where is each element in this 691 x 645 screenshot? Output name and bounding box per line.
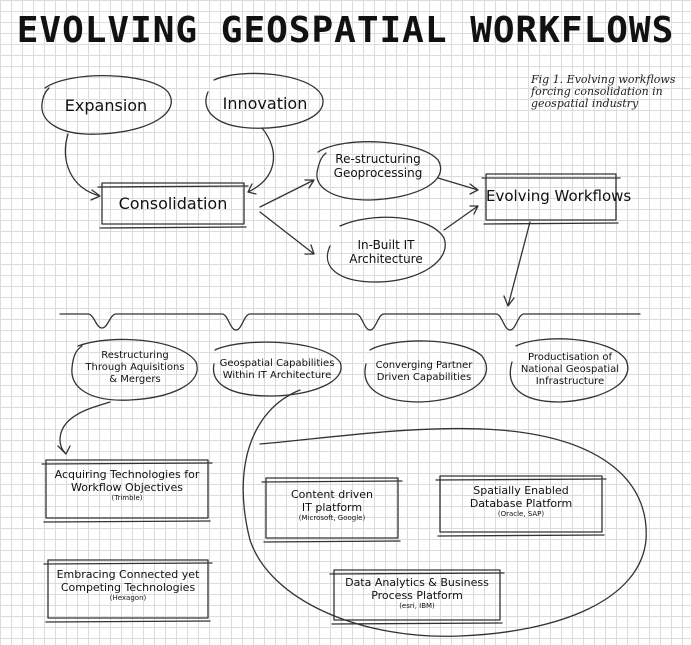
arrow-consolidation-to-inbuilt <box>259 211 315 255</box>
label-line: Geoprocessing <box>333 166 423 180</box>
converging-partner-oval <box>364 340 488 403</box>
restructuring-geoprocessing-oval <box>316 141 442 201</box>
label-line: & Mergers <box>109 374 161 385</box>
arrow-expansion-to-consolidation <box>64 133 101 201</box>
restructuring-geoprocessing-label: Re-structuring Geoprocessing <box>322 152 434 180</box>
label-line: Within IT Architecture <box>222 370 332 381</box>
arrow-consolidation-to-restructuring <box>259 179 315 208</box>
arrow-to-acquiring <box>57 401 111 455</box>
productisation-oval <box>509 338 629 403</box>
label-note: (esri, IBM) <box>399 602 435 610</box>
content-driven-box <box>261 477 403 543</box>
label-note: (Trimble) <box>111 494 143 502</box>
caption-line: geospatial industry <box>531 97 639 110</box>
platforms-enclosure-oval <box>242 389 647 637</box>
spatially-enabled-label: Spatially Enabled Database Platform (Ora… <box>440 484 602 519</box>
label-note: (Microsoft, Google) <box>298 514 366 522</box>
label-line: Driven Capabilities <box>376 372 472 383</box>
acquiring-label: Acquiring Technologies for Workflow Obje… <box>46 468 208 503</box>
label-line: Workflow Objectives <box>71 481 183 494</box>
innovation-label: Innovation <box>222 94 308 113</box>
expansion-oval <box>41 75 172 135</box>
label-line: Content driven <box>290 488 374 501</box>
label-line: IT platform <box>301 501 363 514</box>
arrow-innovation-to-consolidation <box>247 127 275 195</box>
consolidation-box <box>97 182 249 229</box>
label-line: Data Analytics & Business <box>345 576 489 589</box>
caption-line: Fig 1. Evolving workflows <box>531 73 676 86</box>
label-line: Through Aquisitions <box>85 362 185 373</box>
restructuring-acquisitions-label: Restructuring Through Aquisitions & Merg… <box>74 350 196 386</box>
arrow-inbuilt-to-evolving <box>443 205 479 231</box>
figure-caption: Fig 1. Evolving workflows forcing consol… <box>531 74 681 110</box>
label-line: Embracing Connected yet <box>56 568 200 581</box>
evolving-workflows-box <box>481 173 621 225</box>
label-line: Converging Partner <box>375 360 473 371</box>
label-line: In-Built IT <box>357 238 415 252</box>
label-note: (Hexagon) <box>109 594 147 602</box>
label-line: Spatially Enabled <box>473 484 569 497</box>
label-line: Geospatial Capabilities <box>219 358 335 369</box>
label-line: Competing Technologies <box>60 581 196 594</box>
productisation-label: Productisation of National Geospatial In… <box>512 352 628 388</box>
innovation-oval <box>205 72 324 129</box>
label-line: National Geospatial <box>520 364 620 375</box>
label-line: Database Platform <box>469 497 573 510</box>
expansion-label: Expansion <box>64 96 148 115</box>
consolidation-label: Consolidation <box>118 194 228 213</box>
arrow-evolving-to-brace <box>503 221 531 307</box>
label-line: Process Platform <box>371 589 463 602</box>
label-note: (Oracle, SAP) <box>497 510 545 518</box>
content-driven-label: Content driven IT platform (Microsoft, G… <box>266 488 398 523</box>
in-built-it-label: In-Built IT Architecture <box>332 238 440 266</box>
label-line: Re-structuring <box>335 152 421 166</box>
data-analytics-label: Data Analytics & Business Process Platfo… <box>334 576 500 611</box>
branch-brace <box>59 313 641 331</box>
evolving-workflows-label: Evolving Workflows <box>486 187 632 205</box>
converging-partner-label: Converging Partner Driven Capabilities <box>368 360 480 384</box>
caption-line: forcing consolidation in <box>531 85 663 98</box>
spatially-enabled-box <box>435 475 607 537</box>
label-line: Architecture <box>349 252 423 266</box>
in-built-it-oval <box>326 216 446 283</box>
label-line: Acquiring Technologies for <box>54 468 200 481</box>
arrow-restructuring-to-evolving <box>437 177 479 195</box>
geospatial-capabilities-oval <box>212 341 342 397</box>
data-analytics-box <box>329 569 505 625</box>
restructuring-acquisitions-oval <box>71 338 198 401</box>
embracing-box <box>43 559 213 623</box>
geospatial-capabilities-label: Geospatial Capabilities Within IT Archit… <box>214 358 340 382</box>
embracing-label: Embracing Connected yet Competing Techno… <box>48 568 208 603</box>
page-title: EVOLVING GEOSPATIAL WORKFLOWS <box>16 10 675 51</box>
acquiring-box <box>41 459 213 523</box>
label-line: Restructuring <box>101 350 169 361</box>
label-line: Productisation of <box>527 352 613 363</box>
label-line: Infrastructure <box>535 376 605 387</box>
